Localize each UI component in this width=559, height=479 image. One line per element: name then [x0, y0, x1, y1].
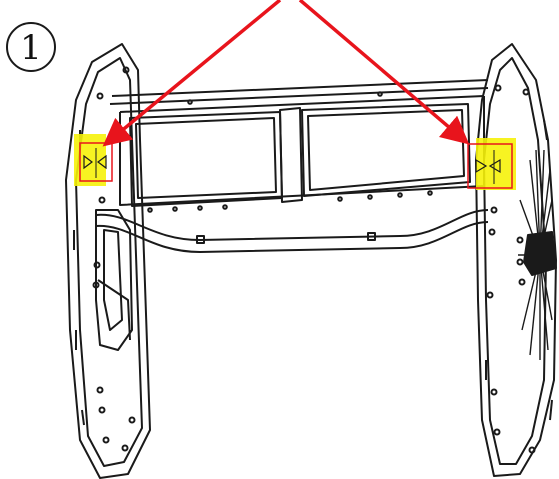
- step-badge: 1: [6, 22, 56, 72]
- left-side-panel: [65, 43, 151, 479]
- center-frame: [95, 79, 489, 253]
- right-side-panel: [475, 43, 557, 477]
- right-pointer-arrow: [298, 0, 470, 145]
- left-pointer-arrow: [102, 0, 282, 147]
- step-number: 1: [20, 28, 42, 68]
- left-alignment-marker: [74, 134, 113, 186]
- right-alignment-marker: [467, 138, 516, 190]
